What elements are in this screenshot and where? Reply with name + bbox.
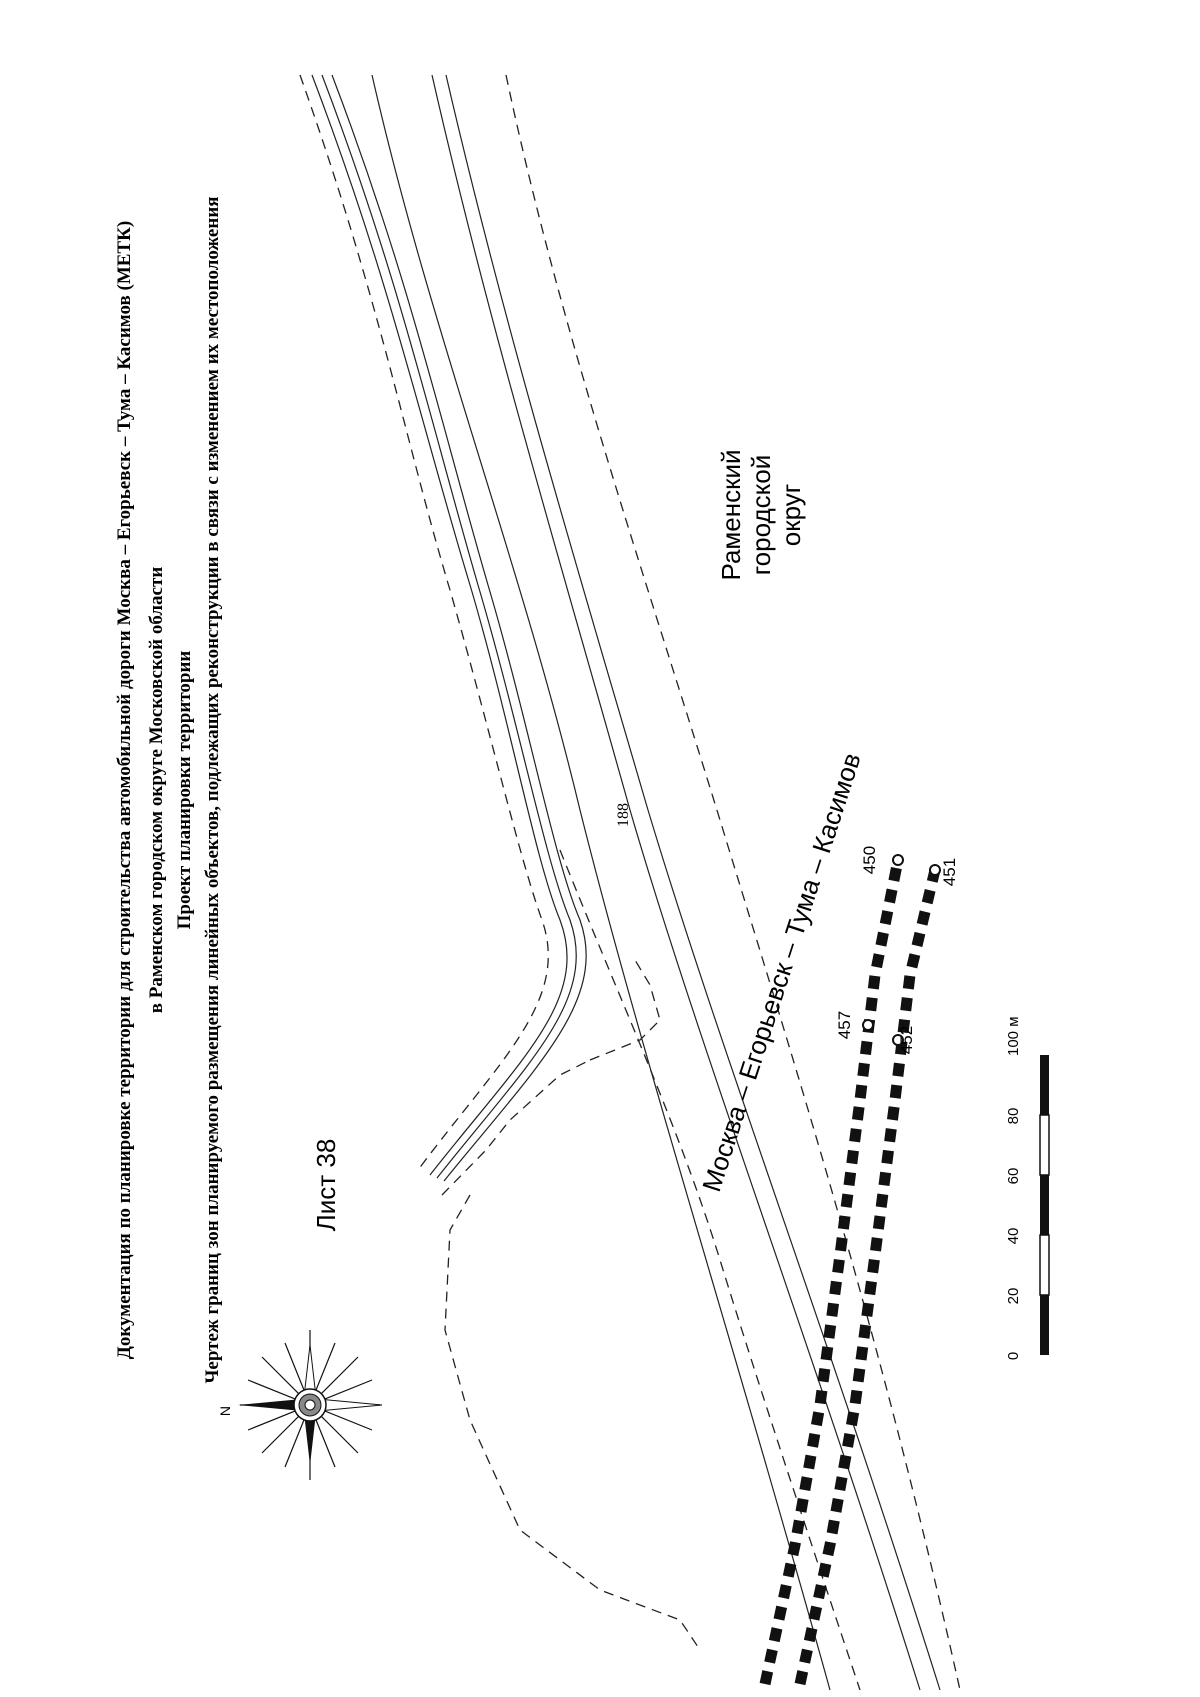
dashed-boundary-line xyxy=(299,74,549,1171)
district-label-line3: округ xyxy=(776,484,806,547)
scale-bar-segment xyxy=(1040,1175,1049,1235)
scale-bar-segment xyxy=(1039,1234,1050,1296)
header-title-line2: в Раменском городском округе Московской … xyxy=(146,567,167,1014)
road-label: Москва – Егорьевск – Тума – Касимов xyxy=(696,749,866,1195)
scale-bar-segment xyxy=(1040,1055,1049,1115)
point-label-450: 450 xyxy=(860,846,879,874)
header-title-line3: Проект планировки территории xyxy=(174,651,195,930)
road-axis-line xyxy=(445,74,941,1691)
header-title-line1: Документация по планировке территории дл… xyxy=(114,221,135,1359)
scale-tick-label: 40 xyxy=(1005,1228,1022,1245)
road-edge-line xyxy=(321,74,577,1179)
scale-tick-label: 60 xyxy=(1005,1168,1022,1185)
control-point-452 xyxy=(892,1034,904,1046)
dashed-boundary-line xyxy=(559,849,861,1691)
dashed-boundary-line xyxy=(444,1194,701,1651)
road-axis-line xyxy=(431,74,921,1691)
point-label-451: 451 xyxy=(940,858,959,886)
district-label-line1: Раменский xyxy=(716,449,746,580)
road-edge-line xyxy=(311,74,568,1176)
scale-tick-label: 0 xyxy=(1005,1352,1022,1360)
control-point-451 xyxy=(929,864,941,876)
scale-bar-segment xyxy=(1039,1114,1050,1176)
road-lines xyxy=(311,74,941,1691)
point-labels: 450 451 452 457 xyxy=(835,846,959,1054)
dashed-boundaries xyxy=(299,74,961,1691)
control-point-450 xyxy=(892,854,904,866)
scale-tick-label: 20 xyxy=(1005,1288,1022,1305)
header-title-line4: Чертеж границ зон планируемого размещени… xyxy=(202,196,223,1383)
dashed-boundary-line xyxy=(505,74,961,1691)
page-number: 188 xyxy=(615,803,632,827)
compass-north-letter: N xyxy=(217,1406,233,1416)
sheet-label: Лист 38 xyxy=(311,1139,341,1232)
point-label-452: 452 xyxy=(897,1026,916,1054)
scale-tick-label: 100 м xyxy=(1005,1016,1022,1056)
dashed-boundary-line xyxy=(589,959,661,1061)
scale-bar: 0 20 40 60 80 100 м xyxy=(1005,1016,1050,1360)
district-label-line2: городской xyxy=(746,455,776,576)
header: Документация по планировке территории дл… xyxy=(114,196,223,1383)
control-points xyxy=(862,854,941,1046)
planned-zone-boundaries xyxy=(759,858,941,1686)
road-axis-line xyxy=(371,74,831,1691)
control-point-457 xyxy=(862,1019,874,1031)
point-label-457: 457 xyxy=(835,1011,854,1039)
planned-zone-boundary xyxy=(794,868,941,1686)
dashed-boundary-line xyxy=(441,1059,591,1196)
scale-tick-label: 80 xyxy=(1005,1108,1022,1125)
scale-bar-segment xyxy=(1040,1295,1049,1355)
district-label: Раменский городской округ xyxy=(716,449,806,580)
road-edge-line xyxy=(331,74,587,1182)
compass-rose-icon: N xyxy=(217,1330,383,1480)
planned-zone-boundary xyxy=(759,858,904,1686)
